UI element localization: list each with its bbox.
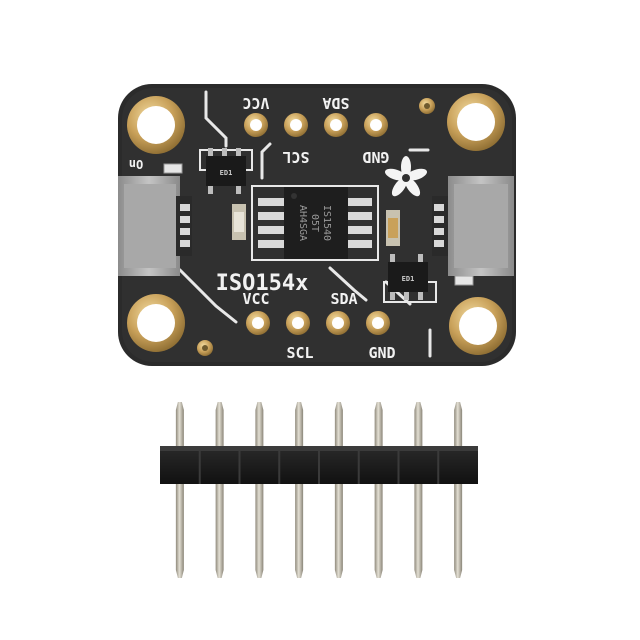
small-chip-marking-bottom: ED1 <box>402 275 415 283</box>
board-title: ISO154x <box>216 271 309 296</box>
bottom-pad-row <box>246 311 390 335</box>
power-led <box>163 163 183 174</box>
label-on: On <box>129 157 143 171</box>
top-labels: VCC SDA SCL GND On <box>129 94 390 171</box>
pin-header <box>160 402 478 578</box>
small-chip-top-left: ED1 <box>199 148 253 194</box>
label-bottom-gnd: GND <box>368 344 395 362</box>
chip-marking-line1: IS1540 <box>321 205 332 241</box>
mounting-hole-top-left <box>127 96 185 154</box>
label-bottom-sda: SDA <box>330 290 357 308</box>
header-pin <box>454 402 463 578</box>
label-bottom-scl: SCL <box>286 344 313 362</box>
stemma-connector-left <box>118 176 192 276</box>
header-highlight <box>160 446 478 451</box>
resistor-right <box>386 210 400 246</box>
label-top-gnd: GND <box>362 148 389 166</box>
label-top-scl: SCL <box>282 148 309 166</box>
header-pin <box>374 402 383 578</box>
label-bottom-vcc: VCC <box>242 290 269 308</box>
stemma-connector-right <box>432 176 514 276</box>
small-chip-marking-top: ED1 <box>220 169 233 177</box>
top-pad-row <box>244 113 388 137</box>
header-pin <box>334 402 343 578</box>
header-pins <box>175 402 463 578</box>
chip-marking-line3: AH4SGA <box>297 205 308 241</box>
small-chip-bottom-right: ED1 <box>383 254 437 303</box>
mounting-hole-bottom-left <box>127 294 185 352</box>
resistor-left <box>232 204 246 240</box>
header-pin <box>255 402 264 578</box>
mounting-hole-top-right <box>447 93 505 151</box>
header-pin <box>215 402 224 578</box>
chip-marking-line2: 05T <box>309 214 320 232</box>
bottom-labels: VCC SDA SCL GND <box>242 290 395 362</box>
header-pin <box>414 402 423 578</box>
isolator-chip: IS1540 05T AH4SGA <box>251 185 379 261</box>
label-top-sda: SDA <box>322 94 349 112</box>
label-top-vcc: VCC <box>242 94 269 112</box>
mounting-hole-bottom-right <box>449 297 507 355</box>
flower-logo-icon <box>384 156 428 197</box>
led-bottom <box>454 275 474 286</box>
header-pin <box>175 402 184 578</box>
header-pin <box>295 402 304 578</box>
